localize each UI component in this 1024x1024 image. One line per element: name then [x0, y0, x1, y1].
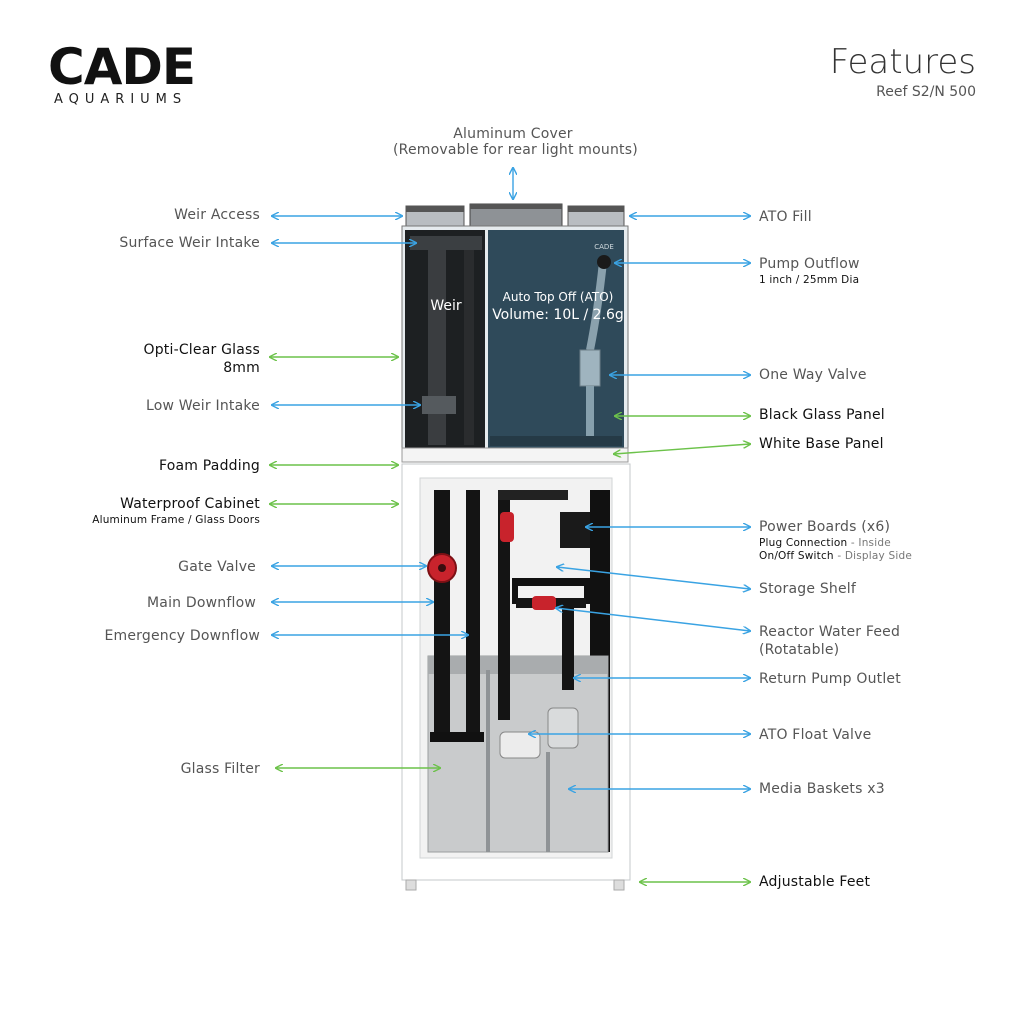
- waterproof-cabinet-note: Aluminum Frame / Glass Doors: [92, 514, 260, 526]
- cabinet: [401, 463, 631, 891]
- top-covers: [405, 203, 625, 227]
- power-boards-text: Power Boards (x6): [759, 519, 891, 535]
- brand-name: CADE: [48, 38, 196, 96]
- label-weir-access: Weir Access: [174, 207, 260, 223]
- power-boards-note-1-key: Plug Connection: [759, 537, 848, 549]
- opti-clear-note: 8mm: [223, 360, 260, 376]
- pump-outflow-text: Pump Outflow: [759, 256, 860, 272]
- label-return-pump-outlet: Return Pump Outlet: [759, 671, 901, 687]
- label-emergency-downflow: Emergency Downflow: [104, 628, 260, 644]
- label-glass-filter: Glass Filter: [180, 761, 260, 777]
- page-title: Features: [829, 42, 976, 82]
- brand-logo: CADE AQUARIUMS: [48, 38, 196, 107]
- arrows: [270, 168, 750, 882]
- label-one-way-valve: One Way Valve: [759, 367, 867, 383]
- opti-clear-text: Opti-Clear Glass: [143, 342, 260, 358]
- aluminum-cover-text: Aluminum Cover: [453, 126, 573, 142]
- glass-logo: CADE: [594, 243, 614, 251]
- page-subtitle: Reef S2/N 500: [876, 84, 976, 100]
- power-boards-note-1: Plug Connection - Inside: [759, 537, 912, 549]
- aluminum-cover-note: (Removable for rear light mounts): [393, 142, 638, 158]
- label-adjustable-feet: Adjustable Feet: [759, 874, 871, 890]
- label-opti-clear-glass: Opti-Clear Glass 8mm: [143, 341, 260, 377]
- label-main-downflow: Main Downflow: [147, 595, 256, 611]
- power-boards-note-1-val: - Inside: [847, 537, 891, 549]
- arrow-white-base: [614, 444, 750, 454]
- tank: [401, 225, 629, 463]
- power-boards-note-2-key: On/Off Switch: [759, 550, 834, 562]
- ato-title: Auto Top Off (ATO): [503, 290, 614, 304]
- label-power-boards: Power Boards (x6) Plug Connection - Insi…: [759, 519, 912, 562]
- label-low-weir-intake: Low Weir Intake: [145, 398, 260, 414]
- label-reactor-water-feed: Reactor Water Feed (Rotatable): [759, 623, 900, 659]
- label-waterproof-cabinet: Waterproof Cabinet Aluminum Frame / Glas…: [92, 496, 260, 526]
- label-media-baskets: Media Baskets x3: [759, 781, 885, 797]
- waterproof-cabinet-text: Waterproof Cabinet: [120, 496, 260, 512]
- ato-volume: Volume: 10L / 2.6g: [492, 307, 624, 323]
- arrow-storage-shelf: [557, 567, 750, 589]
- label-surface-weir-intake: Surface Weir Intake: [119, 235, 260, 251]
- header: Features Reef S2/N 500: [830, 42, 976, 100]
- pump-outflow-note: 1 inch / 25mm Dia: [759, 274, 860, 286]
- weir-label: Weir: [430, 298, 462, 314]
- power-boards-note-2-val: - Display Side: [833, 550, 912, 562]
- label-white-base-panel: White Base Panel: [759, 436, 884, 452]
- power-boards-note-2: On/Off Switch - Display Side: [759, 550, 912, 562]
- label-ato-fill: ATO Fill: [759, 209, 812, 225]
- reactor-water-feed-text: Reactor Water Feed: [759, 624, 901, 640]
- label-pump-outflow: Pump Outflow 1 inch / 25mm Dia: [759, 256, 860, 286]
- label-foam-padding: Foam Padding: [158, 458, 260, 474]
- reactor-water-feed-note: (Rotatable): [759, 642, 840, 658]
- label-storage-shelf: Storage Shelf: [759, 581, 857, 597]
- arrow-reactor-feed: [556, 608, 750, 631]
- label-gate-valve: Gate Valve: [178, 559, 256, 575]
- label-black-glass-panel: Black Glass Panel: [759, 407, 885, 423]
- label-ato-float-valve: ATO Float Valve: [759, 727, 872, 743]
- brand-sub: AQUARIUMS: [54, 92, 188, 107]
- label-aluminum-cover: Aluminum Cover (Removable for rear light…: [393, 126, 638, 158]
